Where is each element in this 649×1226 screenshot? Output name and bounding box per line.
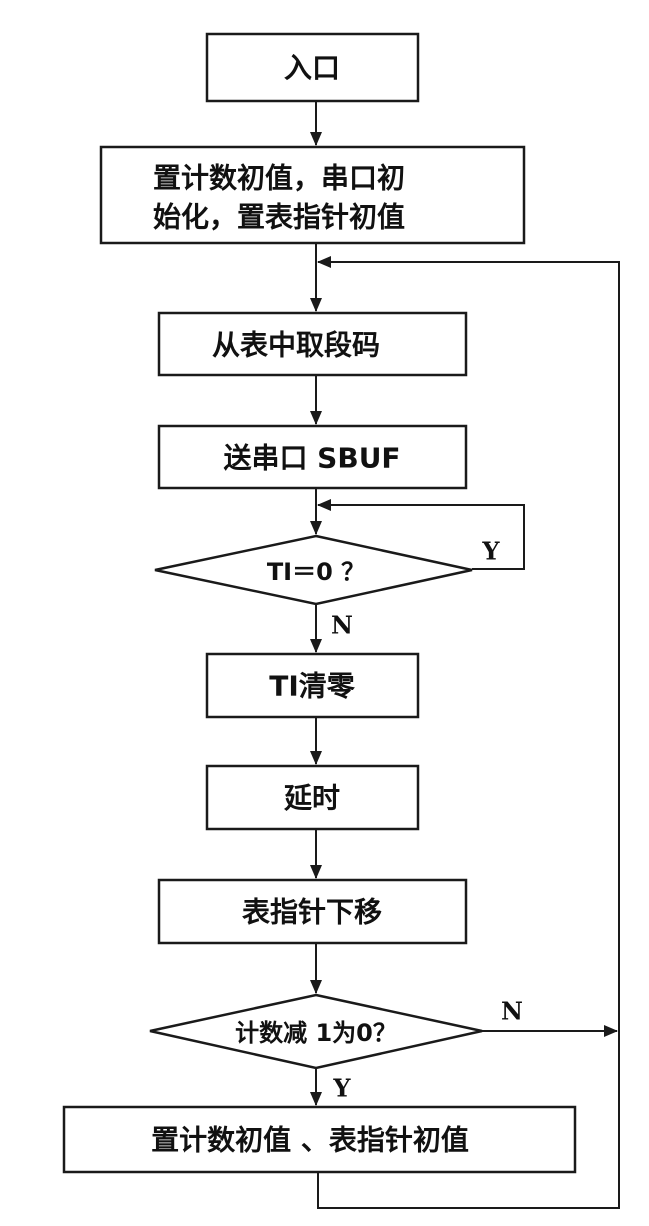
node-send-label: 送串口 SBUF xyxy=(223,442,400,475)
node-move-ptr-label: 表指针下移 xyxy=(242,896,382,929)
node-fetch-label: 从表中取段码 xyxy=(212,329,380,362)
edge-reset-loop-back xyxy=(317,256,620,1209)
node-clear-ti: TI清零 xyxy=(205,652,420,719)
node-entry-label: 入口 xyxy=(284,52,340,85)
node-fetch: 从表中取段码 xyxy=(157,311,468,377)
node-send: 送串口 SBUF xyxy=(157,424,468,490)
node-delay-label: 延时 xyxy=(283,782,340,815)
node-reset-label: 置计数初值 、表指针初值 xyxy=(151,1124,469,1157)
node-check-ti-label: TI＝0 ？ xyxy=(267,558,365,586)
edge-label-ti-no: N xyxy=(331,611,353,640)
node-init-label-line1: 置计数初值，串口初 xyxy=(153,162,405,195)
node-move-ptr: 表指针下移 xyxy=(157,878,468,945)
node-check-ti: TI＝0 ？ xyxy=(154,534,473,606)
edge-check-ti-yes-loop xyxy=(317,499,525,570)
node-reset: 置计数初值 、表指针初值 xyxy=(62,1105,577,1174)
node-check-count: 计数减 1为0？ xyxy=(149,993,483,1070)
node-check-count-label: 计数减 1为0？ xyxy=(235,1019,397,1047)
edges xyxy=(310,101,620,1209)
node-clear-ti-label: TI清零 xyxy=(269,670,356,703)
edge-label-ti-yes: Y xyxy=(481,537,500,566)
node-entry: 入口 xyxy=(205,32,420,103)
edge-label-count-yes: Y xyxy=(332,1074,351,1103)
node-init-label-line2: 始化，置表指针初值 xyxy=(153,201,405,234)
edge-label-count-no: N xyxy=(501,997,523,1026)
node-init: 置计数初值，串口初 始化，置表指针初值 xyxy=(99,145,526,245)
node-delay: 延时 xyxy=(205,764,420,831)
